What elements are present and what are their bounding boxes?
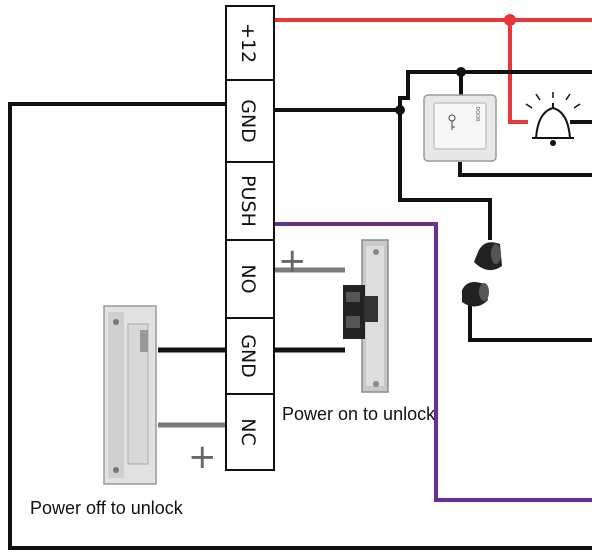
ground-wire-main	[275, 70, 592, 112]
terminal-label-gnd-bottom: GND	[237, 334, 259, 378]
electric-bolt-lock	[103, 305, 157, 485]
terminal-label-gnd-top: GND	[237, 99, 259, 143]
terminal-label-plus12: +12	[237, 23, 259, 63]
power-wire-to-bell	[508, 20, 528, 124]
button-return-wire	[458, 162, 592, 177]
caption-power-on: Power on to unlock	[282, 404, 436, 424]
terminal-label-no: NO	[237, 264, 259, 293]
bell-icon	[525, 92, 581, 146]
door-sensor	[462, 242, 502, 307]
no-plus-sign: +	[278, 241, 307, 281]
caption-power-off: Power off to unlock	[30, 498, 184, 518]
sensor-return-wire	[468, 300, 592, 342]
nc-plus-sign: +	[188, 437, 217, 477]
push-wire	[275, 222, 592, 502]
ground-wire-to-sensor	[398, 110, 492, 240]
terminal-label-nc: NC	[237, 418, 259, 445]
exit-button-text: DOOR	[474, 106, 480, 122]
wires	[8, 14, 592, 550]
key-icon	[448, 114, 456, 130]
exit-button: DOOR	[423, 94, 497, 162]
terminal-label-push: PUSH	[237, 175, 259, 227]
terminal-block-frame	[225, 5, 275, 471]
ground-loop-wire	[8, 102, 592, 550]
electric-strike-lock	[343, 239, 389, 393]
terminal-block: +12 GND PUSH NO GND NC	[225, 5, 275, 471]
power-junction	[504, 14, 516, 26]
